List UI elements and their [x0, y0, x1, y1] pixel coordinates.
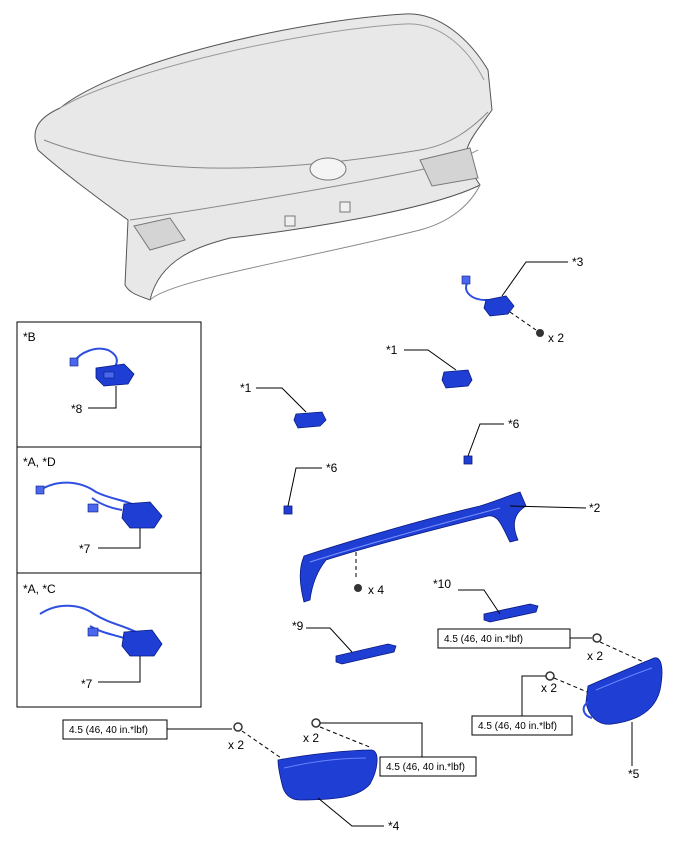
variant-label-b: *B: [23, 330, 36, 344]
leader-9: [306, 627, 353, 653]
qty-x2-left-b: x 2: [303, 731, 319, 745]
label-1-left: *1: [240, 381, 252, 395]
nut-path-left-a: [241, 730, 285, 761]
leader-10: [458, 589, 501, 615]
part-6-right: [463, 455, 473, 465]
trunk-lid-illustration: [34, 13, 493, 301]
nut-icon: [233, 722, 243, 732]
part-6-left: [283, 505, 293, 515]
lock-assembly-8: [69, 347, 135, 387]
label-6-right: *6: [508, 417, 520, 431]
torque-leader-4: [320, 722, 423, 757]
rear-lamp-4: [277, 749, 378, 801]
leader-4: [317, 797, 384, 827]
bolt-icon: [536, 329, 544, 337]
label-7-ad: *7: [79, 542, 91, 556]
qty-x4: x 4: [368, 583, 384, 597]
label-2: *2: [589, 501, 601, 515]
clip-icon: [354, 584, 362, 592]
nut-icon: [545, 671, 555, 681]
lock-assembly-7-ac: [39, 604, 163, 657]
variant-insets: *B *A, *D *A, *C *8 *7 *7: [16, 321, 202, 708]
part-1-left: [293, 411, 327, 429]
torque-leader-2: [521, 675, 546, 716]
leader-6-left: [287, 467, 322, 507]
leader-2: [509, 505, 587, 509]
qty-x2-top: x 2: [548, 331, 564, 345]
inset-frame: [16, 321, 202, 708]
leader-6-right: [467, 423, 504, 457]
label-7-ac: *7: [81, 677, 93, 691]
qty-x2-left-a: x 2: [228, 738, 244, 752]
nut-path-right-a: [599, 641, 649, 665]
leader-3: [501, 261, 568, 297]
rear-lamp-5: [582, 657, 663, 725]
part-10: [483, 603, 539, 623]
qty-x2-right-b: x 2: [541, 681, 557, 695]
qty-x2-right-a: x 2: [587, 649, 603, 663]
label-6-left: *6: [326, 461, 338, 475]
part-1-right: [441, 369, 473, 389]
nut-path-right-b: [553, 677, 593, 695]
torque-value-2: 4.5 (46, 40 in.*lbf): [478, 721, 557, 732]
lock-assembly-3: [461, 275, 515, 317]
torque-value-1: 4.5 (46, 40 in.*lbf): [444, 634, 523, 645]
torque-value-4: 4.5 (46, 40 in.*lbf): [386, 762, 465, 773]
bolt-path-3: [509, 311, 537, 331]
variant-label-a-c: *A, *C: [23, 582, 56, 596]
label-8: *8: [71, 402, 83, 416]
part-9: [335, 643, 397, 665]
leader-1-left: [256, 387, 307, 413]
nut-icon: [592, 633, 602, 643]
label-1-right: *1: [386, 343, 398, 357]
nut-path-left-b: [319, 726, 373, 749]
label-9: *9: [292, 619, 304, 633]
nut-icon: [311, 718, 321, 728]
garnish-2: [299, 491, 527, 603]
leader-1-right: [404, 349, 457, 371]
label-3: *3: [572, 255, 584, 269]
torque-value-3: 4.5 (46, 40 in.*lbf): [69, 725, 148, 736]
variant-label-a-d: *A, *D: [23, 455, 56, 469]
torque-box-2: [471, 715, 573, 736]
lock-assembly-7-ad: [35, 481, 163, 529]
leader-7-ac: [98, 656, 141, 683]
label-4: *4: [388, 819, 400, 833]
leader-7-ad: [98, 528, 141, 549]
label-10: *10: [433, 577, 451, 591]
leader-8: [88, 386, 117, 409]
torque-box-4: [379, 756, 477, 777]
label-5: *5: [628, 767, 640, 781]
